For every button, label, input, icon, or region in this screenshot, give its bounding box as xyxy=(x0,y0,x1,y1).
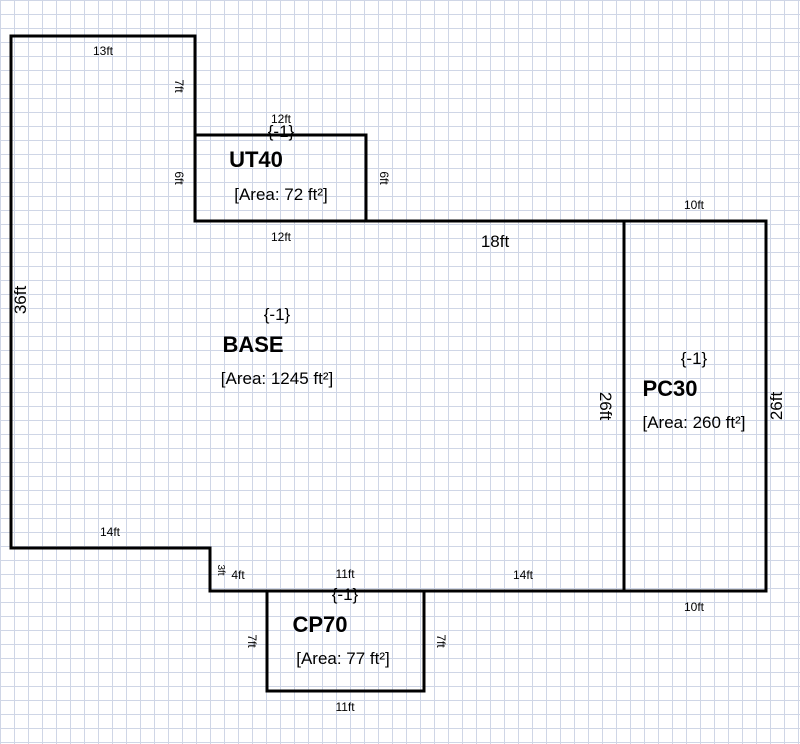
pc30-area: [Area: 260 ft²] xyxy=(643,413,746,432)
dim-pc30-top: 10ft xyxy=(684,198,705,212)
dim-cp70-top: 11ft xyxy=(335,567,355,581)
dim-ut40-bottom: 12ft xyxy=(271,230,292,244)
base-area: [Area: 1245 ft²] xyxy=(221,369,333,388)
dim-base-bottom-right: 14ft xyxy=(513,568,534,582)
base-name: BASE xyxy=(222,332,283,357)
dim-ut40-top: 12ft xyxy=(271,112,292,126)
dim-base-bottom-left: 14ft xyxy=(100,525,121,539)
dim-base-step: 3ft xyxy=(215,564,226,575)
dim-base-right: 26ft xyxy=(596,392,615,421)
dim-base-notch-right: 7ft xyxy=(172,79,186,93)
ut40-outline[interactable] xyxy=(193,133,368,223)
dim-cp70-right: 7ft xyxy=(434,634,448,648)
dim-pc30-bottom: 10ft xyxy=(684,600,705,614)
dim-base-left: 36ft xyxy=(11,286,30,315)
cp70-outline[interactable] xyxy=(265,589,426,693)
dim-base-bottom-mid: 4ft xyxy=(231,568,245,582)
dim-ut40-right: 6ft xyxy=(377,171,391,185)
ut40-name: UT40 xyxy=(229,147,283,172)
pc30-id: {-1} xyxy=(681,349,708,368)
cp70-id: {-1} xyxy=(332,585,359,604)
pc30-outline[interactable] xyxy=(622,219,768,593)
dim-cp70-bottom: 11ft xyxy=(335,700,355,714)
ut40-id: {-1} xyxy=(268,122,295,141)
dim-pc30-right: 26ft xyxy=(767,392,786,421)
cp70-name: CP70 xyxy=(292,612,347,637)
base-outline[interactable] xyxy=(9,34,626,593)
pc30-name: PC30 xyxy=(642,376,697,401)
dim-base-top: 13ft xyxy=(93,44,114,58)
dim-cp70-left: 7ft xyxy=(245,634,259,648)
dim-ut40-left: 6ft xyxy=(172,171,186,185)
ut40-area: [Area: 72 ft²] xyxy=(234,185,328,204)
base-id: {-1} xyxy=(264,305,291,324)
cp70-area: [Area: 77 ft²] xyxy=(296,649,390,668)
dim-base-right-top: 18ft xyxy=(481,232,510,251)
